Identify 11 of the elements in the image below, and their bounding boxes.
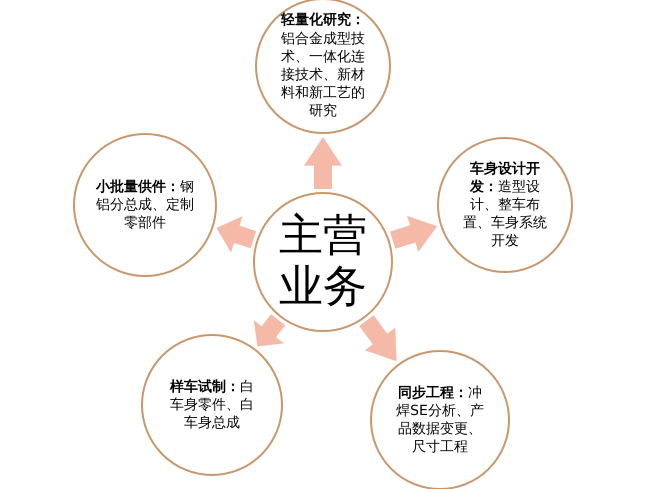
topic-text: 样车试制：白车身零件、白车身总成 xyxy=(168,378,255,432)
block-arrow xyxy=(304,137,342,189)
block-arrow xyxy=(216,216,256,252)
block-arrow xyxy=(359,315,397,362)
center-title: 主营业务 xyxy=(279,211,367,313)
topic-text: 车身设计开发：造型设计、整车布置、车身系统开发 xyxy=(462,160,548,250)
block-arrow xyxy=(254,314,286,346)
topic-text: 小批量供件：钢铝分总成、定制零部件 xyxy=(95,178,195,232)
topic-text: 轻量化研究： 铝合金成型技术、一体化连接技术、新材料和新工艺的研究 xyxy=(280,11,366,121)
topic-text: 同步工程：冲焊SE分析、产品数据变更、尺寸工程 xyxy=(395,384,485,456)
block-arrow xyxy=(390,216,438,252)
